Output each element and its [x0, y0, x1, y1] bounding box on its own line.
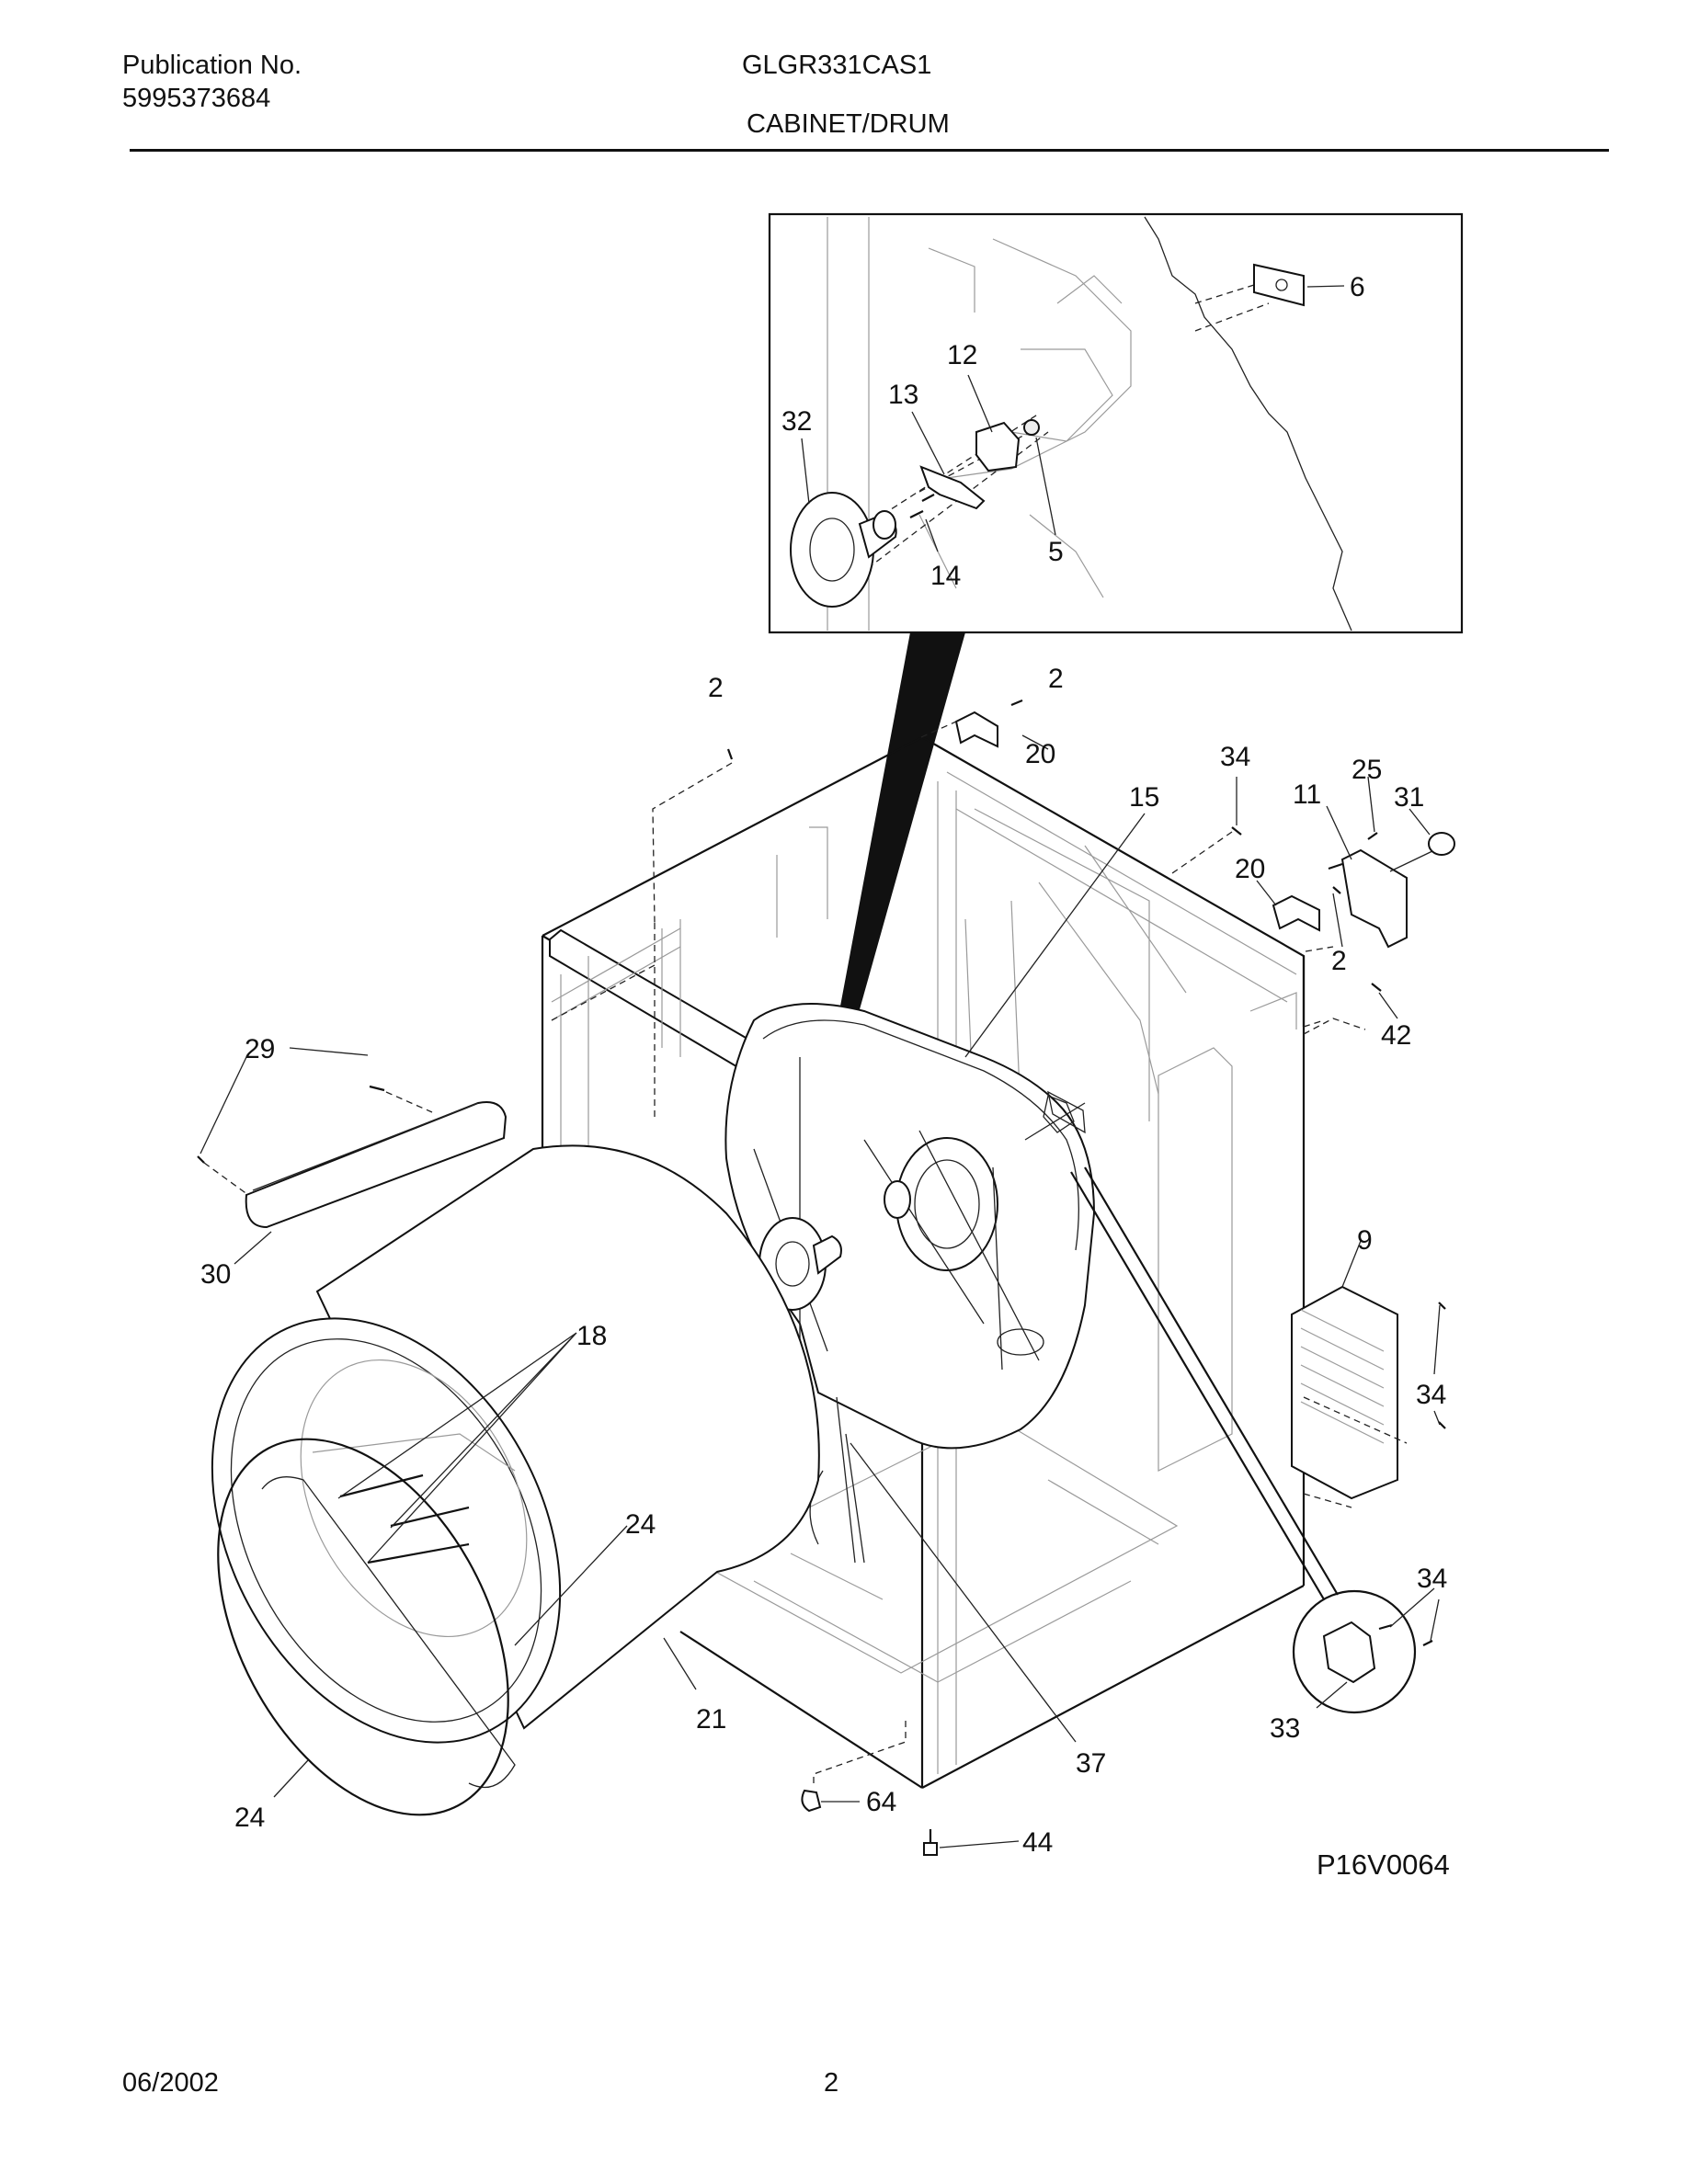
callout-13: 13 — [888, 380, 918, 410]
callout-32: 32 — [781, 406, 812, 437]
callout-12: 12 — [947, 340, 977, 370]
small-bracket — [1043, 1095, 1075, 1133]
callout-64: 64 — [866, 1787, 896, 1817]
part-30-cover — [197, 1085, 508, 1229]
publication-number: 5995373684 — [122, 84, 271, 113]
callout-34-lower: 34 — [1417, 1564, 1447, 1594]
part-20-clip-top — [954, 711, 998, 748]
callout-9: 9 — [1357, 1225, 1373, 1256]
part-20-clip-right — [1272, 894, 1320, 932]
callout-25: 25 — [1352, 755, 1382, 785]
callout-20-right: 20 — [1235, 854, 1265, 884]
leader-lines — [200, 734, 1441, 1848]
callout-18: 18 — [576, 1321, 607, 1351]
callout-42: 42 — [1381, 1020, 1411, 1051]
callout-2-right: 2 — [1331, 946, 1347, 976]
callout-30: 30 — [200, 1259, 231, 1290]
part-33-bracket — [1322, 1621, 1376, 1684]
callout-34-top: 34 — [1220, 742, 1250, 772]
callout-21: 21 — [696, 1704, 726, 1735]
drum-front-opening — [211, 1317, 562, 1744]
right-parts — [652, 699, 1455, 1714]
callout-34-right: 34 — [1416, 1380, 1446, 1410]
part-44-foot — [923, 1842, 938, 1856]
callout-24-drum: 24 — [625, 1509, 656, 1540]
callout-14: 14 — [930, 561, 961, 591]
footer-page-number: 2 — [824, 2068, 839, 2098]
model-number: GLGR331CAS1 — [742, 51, 932, 80]
part-31-knob — [1428, 832, 1455, 856]
diagram-code: P16V0064 — [1317, 1848, 1450, 1881]
part-21-drum-body — [315, 1144, 820, 1730]
callout-31: 31 — [1394, 782, 1424, 813]
header-rule — [130, 149, 1609, 152]
footer-date: 06/2002 — [122, 2068, 219, 2098]
section-title: CABINET/DRUM — [747, 109, 950, 139]
callout-5: 5 — [1048, 537, 1064, 567]
callout-2-top-left: 2 — [708, 673, 724, 703]
callout-33: 33 — [1270, 1713, 1300, 1744]
callout-37: 37 — [1076, 1748, 1106, 1779]
callout-20-top: 20 — [1025, 739, 1055, 769]
part-6-bracket — [1253, 263, 1305, 307]
callout-44: 44 — [1022, 1827, 1053, 1858]
bottom-parts — [801, 1721, 938, 1856]
callout-6: 6 — [1350, 272, 1365, 302]
publication-label: Publication No. — [122, 51, 302, 80]
detail-circle — [1292, 1589, 1417, 1714]
callout-29: 29 — [245, 1034, 275, 1064]
callout-24-seal: 24 — [234, 1803, 265, 1833]
part-24-seal — [217, 1438, 509, 1816]
part-32-shaft-flange — [790, 492, 874, 608]
part-5-ball — [1023, 419, 1040, 436]
callout-15: 15 — [1129, 782, 1159, 813]
drum — [211, 1144, 820, 1816]
part-64-clip — [801, 1789, 822, 1813]
part-11-panel — [1340, 848, 1408, 949]
callout-2-top: 2 — [1048, 664, 1064, 694]
inset-detail: 6 12 13 32 5 14 — [768, 212, 1464, 634]
part-13-bracket — [919, 465, 986, 510]
callout-11: 11 — [1293, 779, 1321, 810]
rear-bulkhead — [724, 1003, 1096, 1564]
part-12-bearing-housing — [975, 421, 1021, 472]
inset-frame — [768, 212, 1464, 634]
part-9-access-panel — [1291, 1285, 1398, 1500]
